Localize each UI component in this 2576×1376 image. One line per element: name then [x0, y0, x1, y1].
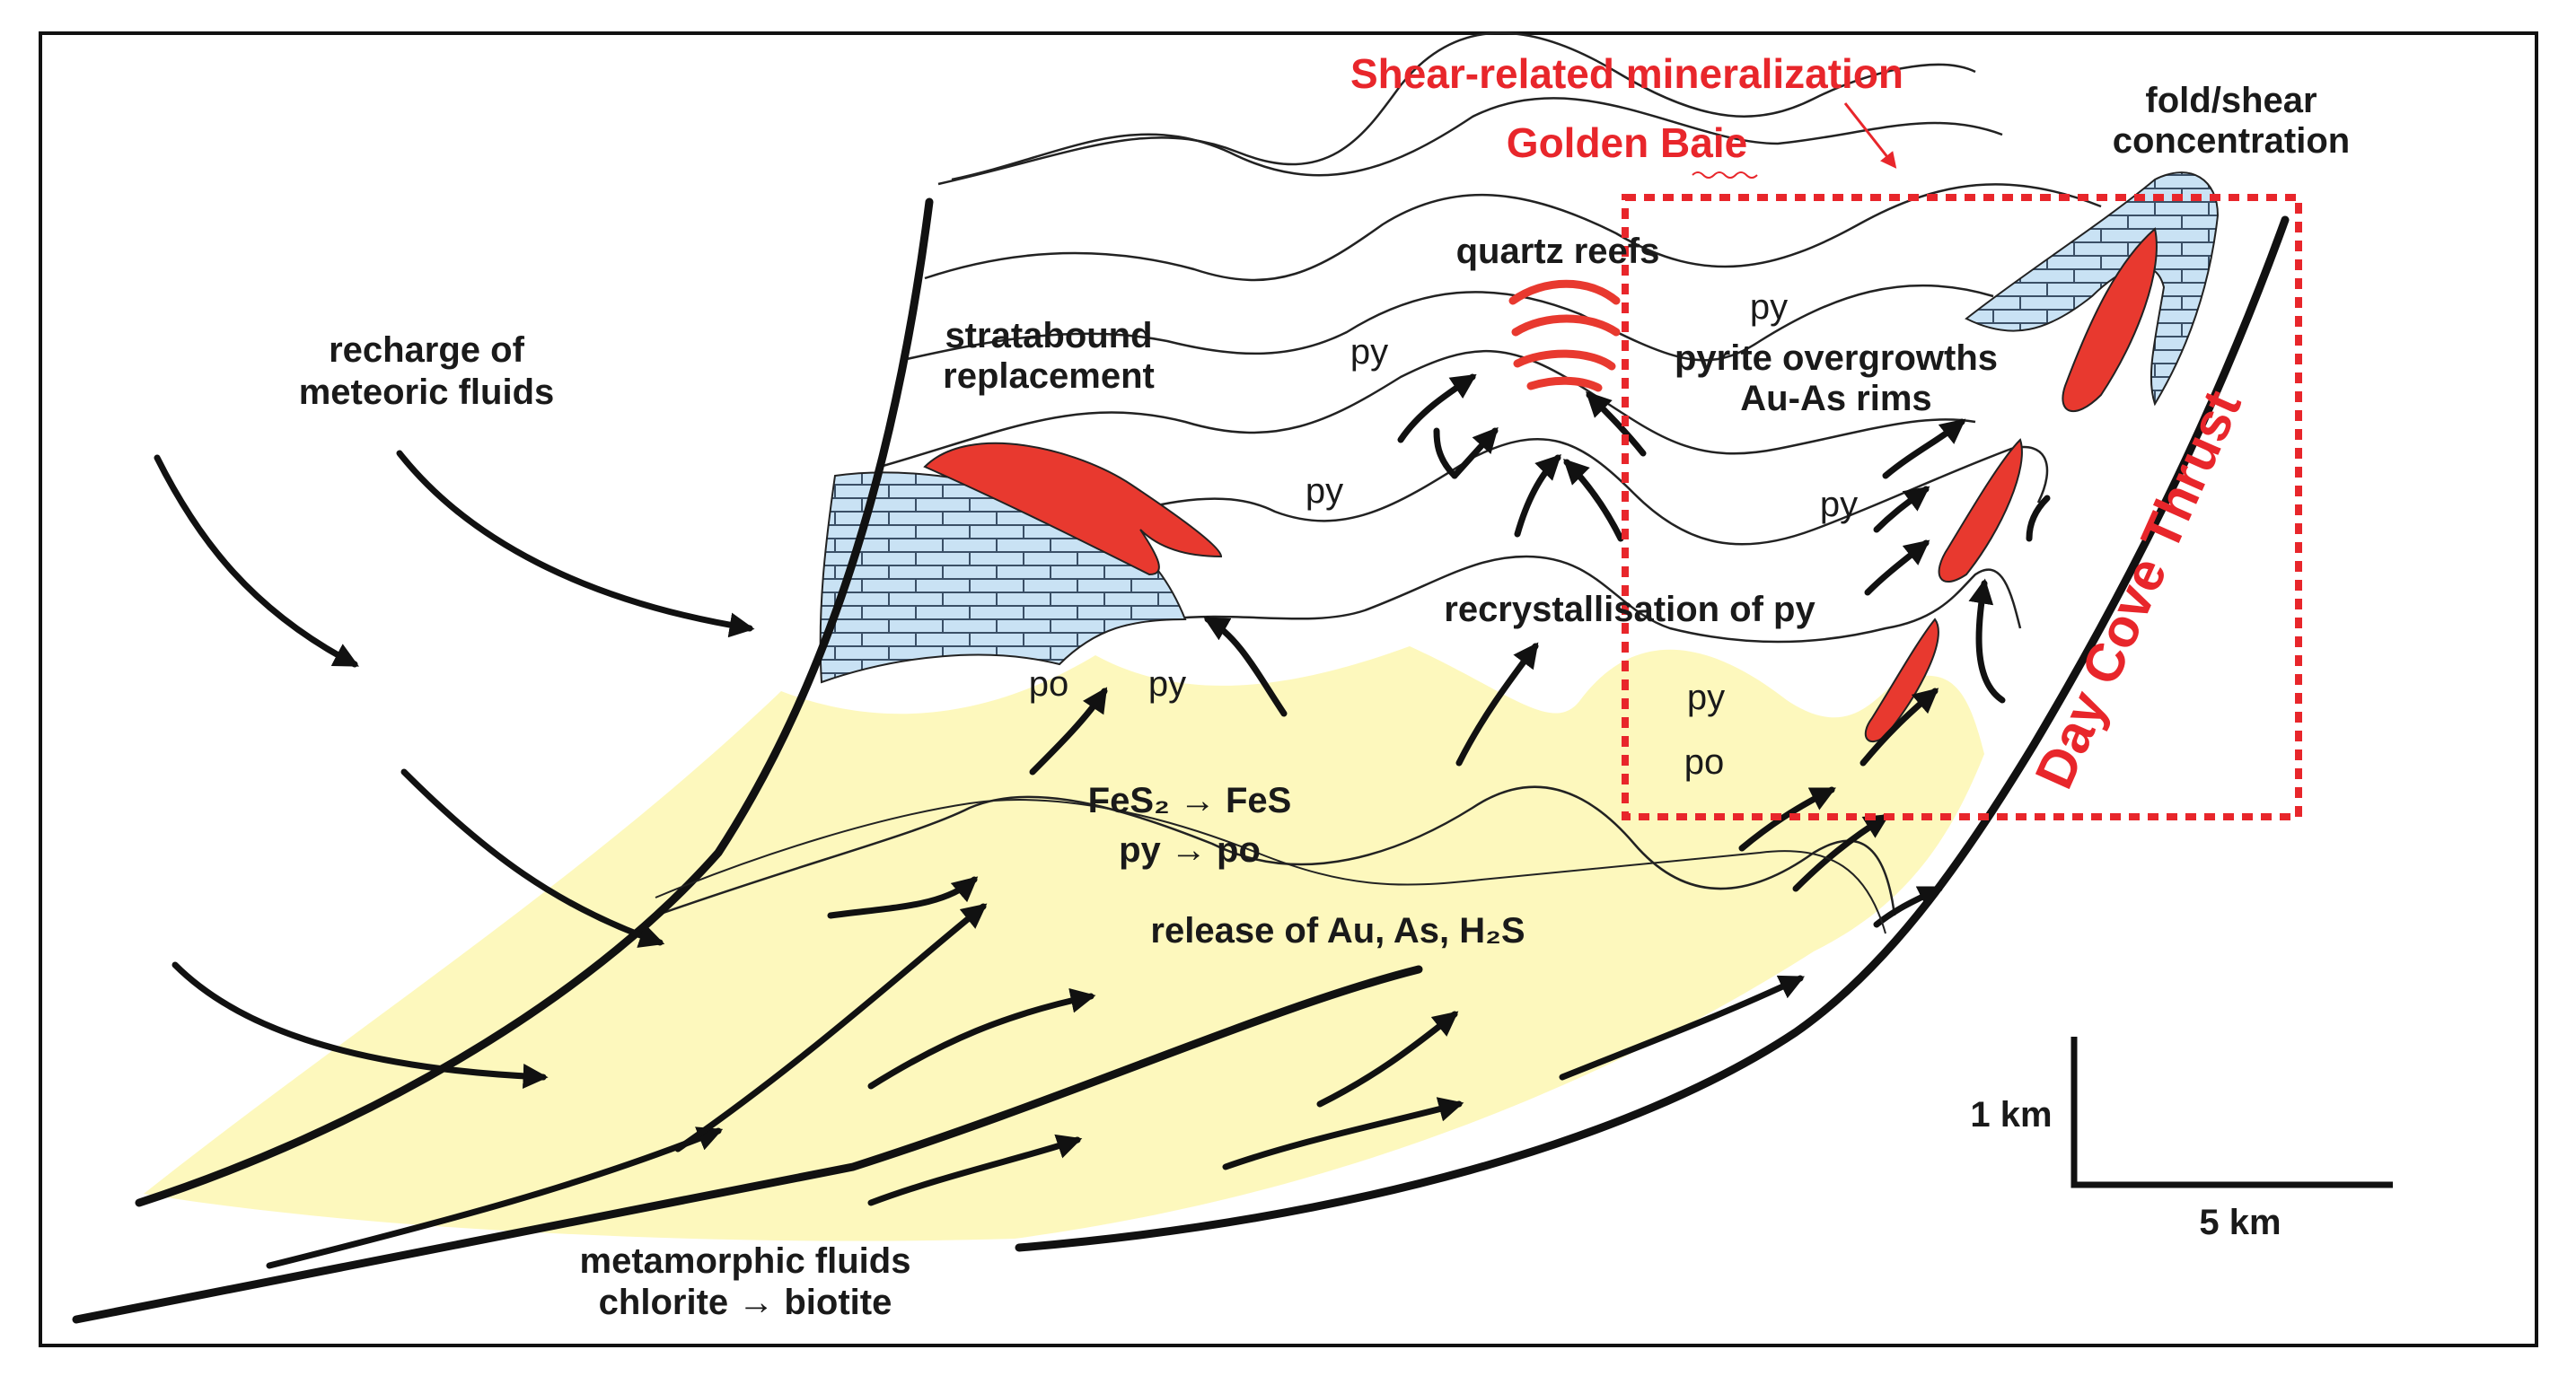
label-recharge-line2: meteoric fluids	[299, 372, 555, 412]
scale-label-horizontal: 5 km	[2199, 1203, 2281, 1242]
metamorphic-arrow-6	[1222, 1097, 1464, 1170]
label-release: release of Au, As, H₂S	[1150, 911, 1525, 951]
strata-lines	[655, 31, 2102, 917]
pyrite-arrow-5	[1738, 786, 1837, 852]
pyrite-arrow-4	[1859, 688, 1939, 767]
metamorphic-zone	[144, 646, 1984, 1241]
annotation-pointer-arrow	[1843, 102, 1897, 169]
pyrite-arrow-6	[1792, 813, 1890, 892]
fluid-flow-arrows	[154, 373, 2051, 1269]
label-py-2: py	[1306, 471, 1343, 511]
pyrite-arrow-2	[1873, 486, 1930, 533]
annotation-golden-baie: Golden Baie	[1507, 119, 1747, 166]
annotation-shear-related: Shear-related mineralization	[1350, 50, 1903, 97]
pyrite-arrow-8	[2026, 495, 2051, 542]
ore-lens-1	[1938, 438, 2023, 583]
upward-arrow-2	[1451, 426, 1499, 479]
ore-bodies	[923, 227, 2158, 742]
pyrite-arrow-9	[1873, 885, 1945, 928]
label-recrystallisation: recrystallisation of py	[1444, 590, 1816, 629]
label-fold-shear-line2: concentration	[2113, 121, 2350, 161]
metamorphic-arrow-2	[674, 903, 988, 1153]
meteoric-arrow-1	[154, 454, 359, 668]
label-stratabound-line1: stratabound	[945, 316, 1152, 355]
metamorphic-arrow-10	[1455, 642, 1539, 767]
label-po-1: po	[1029, 664, 1069, 704]
pyrite-arrow-3	[1864, 539, 1930, 596]
label-fold-shear-line1: fold/shear	[2145, 81, 2317, 120]
meteoric-arrow-3	[400, 768, 665, 948]
metamorphic-arrow-1	[266, 1126, 724, 1269]
metamorphic-arrow-3	[827, 876, 979, 919]
label-py-3: py	[1148, 664, 1186, 704]
label-metamorphic-line1: metamorphic fluids	[580, 1241, 911, 1281]
pyrite-arrow-7	[1968, 578, 2006, 704]
metamorphic-arrow-5	[867, 1134, 1083, 1206]
label-py-po: py → po	[1119, 830, 1261, 870]
upward-arrow-6	[1586, 391, 1647, 457]
label-fes2-fes: FeS₂ → FeS	[1088, 781, 1292, 820]
quartz-reef-veins	[1508, 279, 1621, 392]
label-quartz-reefs: quartz reefs	[1456, 232, 1660, 271]
pyrite-arrow-1	[1882, 418, 1966, 479]
upward-arrow-3	[1514, 454, 1561, 538]
upward-arrow-4	[1563, 459, 1624, 542]
metamorphic-arrow-7	[1316, 1011, 1459, 1108]
faults	[72, 197, 2290, 1324]
metamorphic-arrow-9	[1029, 687, 1108, 776]
scale-label-vertical: 1 km	[1970, 1095, 2052, 1135]
metamorphic-arrow-8	[1559, 975, 1806, 1081]
ore-stratabound	[923, 442, 1223, 576]
ore-lens-2	[1864, 618, 1939, 742]
label-py-4: py	[1750, 287, 1788, 327]
label-recharge-line1: recharge of	[329, 330, 525, 370]
upward-arrow-5	[1397, 373, 1477, 443]
lower-fault	[72, 965, 1423, 1324]
label-metamorphic-line2: chlorite → biotite	[599, 1283, 892, 1322]
isograd-line	[655, 799, 1886, 934]
label-py-1: py	[1350, 332, 1388, 372]
western-fault	[135, 197, 934, 1207]
label-po-2: po	[1684, 742, 1725, 782]
upward-arrow-1	[1433, 427, 1458, 479]
metamorphic-arrow-4	[867, 987, 1096, 1090]
day-cove-thrust-trace	[1015, 215, 2290, 1252]
label-stratabound-line2: replacement	[943, 356, 1155, 396]
label-py-6: py	[1687, 678, 1725, 717]
meteoric-arrow-4	[171, 961, 549, 1089]
label-py-5: py	[1820, 485, 1858, 524]
label-pyrite-overgrowths-line2: Au-As rims	[1740, 379, 1931, 418]
metamorphic-arrow-11	[1203, 616, 1288, 717]
label-pyrite-overgrowths-line1: pyrite overgrowths	[1675, 338, 1998, 378]
meteoric-arrow-2	[396, 450, 755, 638]
golden-baie-box	[1622, 194, 2302, 820]
scale-bar	[2070, 1037, 2393, 1188]
ore-fold-hinge	[2062, 227, 2158, 413]
golden-baie-underline	[1692, 171, 1758, 179]
